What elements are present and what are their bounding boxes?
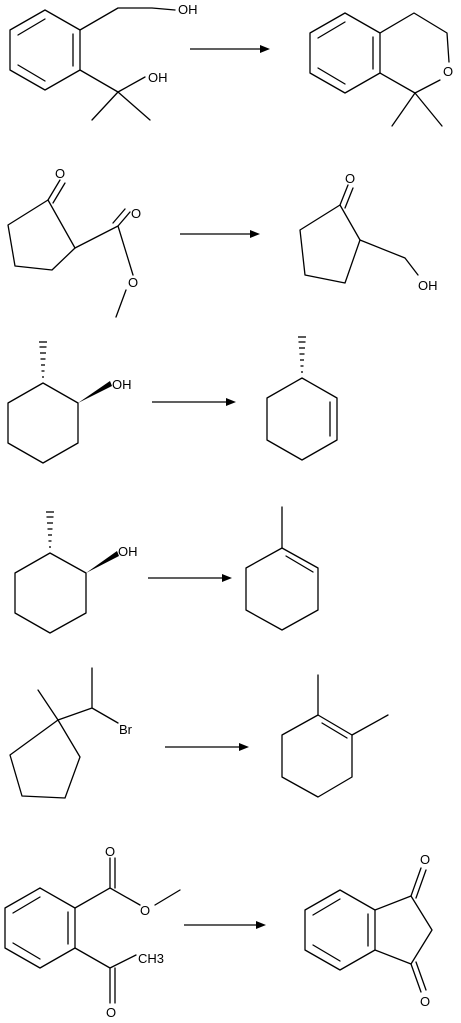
reaction-2: O O O O OH (7, 166, 438, 318)
product-6: O O (304, 852, 433, 1009)
ring-double-bond (285, 555, 314, 573)
reaction-4: OH (14, 506, 319, 634)
hydroxyl-label: OH (418, 278, 438, 293)
reaction-5: Br (9, 667, 389, 799)
acetyl-group (74, 947, 137, 1004)
aromatic-double-bond (12, 896, 41, 914)
carbonyl-oxygen-label: O (420, 852, 430, 867)
ketone-carbonyl (47, 179, 66, 204)
reaction-arrow (148, 574, 232, 582)
reaction-arrow (180, 230, 260, 238)
reactant-4: OH (14, 511, 138, 634)
hydroxymethyl (359, 239, 419, 276)
bromine-label: Br (119, 722, 133, 737)
ketone-oxygen-label: O (55, 166, 65, 181)
ester-oxygen-label: O (128, 275, 138, 290)
reactant-6: O O CH3 O (4, 844, 181, 1020)
hydroxyl-label: OH (148, 70, 168, 85)
aromatic-double-bond (317, 21, 346, 39)
ketone-carbonyl (339, 184, 354, 209)
methyl (37, 689, 59, 721)
ester-carbonyl-oxygen-label: O (105, 844, 115, 859)
methyl-label: CH3 (138, 951, 164, 966)
product-2: O OH (299, 171, 438, 293)
benzene-ring (309, 12, 381, 94)
cyclopentane-ring (9, 719, 81, 799)
wedge-bond-hydroxyl (78, 381, 112, 403)
pyran-ring (379, 12, 450, 94)
ethanol-chain (79, 7, 176, 31)
reactant-3: OH (7, 341, 132, 464)
reactant-1: OH OH (9, 2, 198, 121)
ester-carbonyl-oxygen-label: O (131, 206, 141, 221)
aromatic-double-bond (317, 67, 346, 85)
ester-group (74, 857, 181, 909)
ester-oxygen-label: O (140, 903, 150, 918)
ketone-oxygen-label: O (345, 171, 355, 186)
cyclohexene-ring (266, 377, 338, 461)
cyclohexene-ring (245, 547, 319, 631)
ring-oxygen-label: O (443, 64, 453, 79)
product-5 (281, 674, 389, 798)
reaction-3: OH (7, 336, 338, 464)
acetyl-oxygen-label: O (106, 1005, 116, 1020)
aromatic-double-bond (17, 18, 46, 36)
cyclohexene-ring (281, 714, 353, 798)
reaction-arrow (165, 743, 249, 751)
isopropanol-substituent (79, 69, 151, 121)
benzene-ring (304, 889, 376, 971)
reaction-arrow (184, 921, 266, 929)
cyclohexane-ring (7, 382, 79, 464)
benzene-ring (4, 887, 76, 969)
aromatic-double-bond (312, 898, 341, 916)
hashed-methyl (39, 341, 47, 378)
reaction-6: O O CH3 O O O (4, 844, 433, 1020)
reaction-arrow (152, 398, 236, 406)
cyclohexane-ring (14, 552, 87, 634)
reactant-5: Br (9, 667, 133, 799)
product-4 (245, 506, 319, 631)
product-1: O (309, 12, 453, 127)
hydroxyl-label: OH (118, 544, 138, 559)
reactant-2: O O O (7, 166, 141, 318)
product-3 (266, 336, 338, 461)
cyclopentane-dione-ring (374, 895, 433, 965)
hashed-methyl (298, 336, 306, 373)
bromoethyl-chain (57, 667, 119, 724)
ester-chain (74, 208, 134, 318)
wedge-bond-hydroxyl (86, 551, 119, 573)
reaction-1: OH OH O (9, 2, 453, 127)
aromatic-double-bond (12, 942, 41, 960)
hashed-methyl (46, 511, 54, 548)
aromatic-double-bond (312, 944, 341, 962)
reaction-arrow (190, 45, 270, 53)
carbonyl-bottom (410, 961, 427, 993)
ring-double-bond (321, 722, 348, 739)
benzene-ring (9, 9, 81, 91)
cyclopentanone-ring (7, 199, 76, 271)
gem-dimethyl (391, 92, 443, 127)
hydroxyl-label: OH (178, 2, 198, 17)
methyl (351, 714, 389, 736)
carbonyl-oxygen-label: O (420, 994, 430, 1009)
hydroxyl-label: OH (112, 377, 132, 392)
cyclopentanone-ring (299, 204, 361, 284)
aromatic-double-bond (17, 64, 46, 82)
carbonyl-top (410, 867, 427, 899)
